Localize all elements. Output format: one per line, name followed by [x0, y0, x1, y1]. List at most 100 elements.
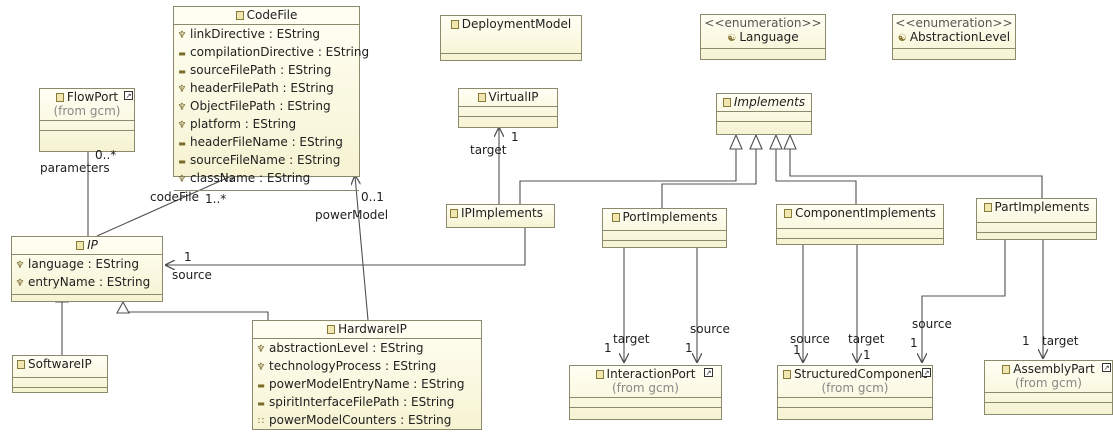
class-icon	[55, 93, 64, 102]
class-name: FlowPort	[66, 90, 119, 104]
class-name: SoftwareIP	[28, 357, 92, 371]
attribute-row[interactable]: ▬ sourceFileName : EString	[177, 152, 359, 170]
class-name: AssemblyPart	[1013, 362, 1095, 376]
package-visibility-icon: ♆	[177, 102, 187, 113]
attribute-row[interactable]: ▬sourceFilePath : EString	[177, 62, 359, 80]
gen-partimplements	[789, 149, 1043, 198]
class-implements[interactable]: Implements	[716, 93, 812, 135]
private-visibility-icon: ▬	[178, 67, 186, 76]
stereotype: <<enumeration>>	[895, 16, 1013, 30]
class-portimplements[interactable]: PortImplements	[602, 208, 727, 248]
attribute-text: platform : EString	[190, 117, 297, 131]
class-name: HardwareIP	[338, 322, 407, 336]
attribute-text: headerFileName : EString	[190, 135, 343, 149]
role-codefile: codeFile	[150, 190, 200, 204]
attribute-row[interactable]: ▬compilationDirective : EString	[177, 44, 369, 62]
attribute-list	[570, 397, 721, 407]
mult-flowport: 0..*	[95, 148, 117, 162]
attribute-list	[441, 53, 581, 63]
role-parameters: parameters	[40, 161, 110, 175]
class-virtualip[interactable]: VirtualIP	[458, 88, 558, 128]
class-name: Implements	[733, 95, 806, 109]
attribute-row[interactable]: ♆technologyProcess : EString	[256, 358, 481, 376]
class-icon	[17, 360, 25, 369]
operation-list	[977, 232, 1096, 242]
class-name: Language	[739, 30, 799, 44]
class-assemblypart[interactable]: AssemblyPart↗(from gcm)	[984, 360, 1113, 415]
class-structuredcomponent[interactable]: StructuredComponent↗(from gcm)	[777, 365, 933, 420]
operation-list	[603, 240, 726, 250]
attribute-list	[777, 228, 943, 238]
role-comp-target: target	[848, 332, 885, 346]
class-deploymentmodel[interactable]: DeploymentModel	[440, 15, 582, 61]
edge-part-source	[922, 240, 1006, 362]
class-softwareip[interactable]: SoftwareIP	[12, 355, 108, 393]
class-name: DeploymentModel	[461, 17, 572, 31]
attribute-row[interactable]: ♆platform : EString	[177, 116, 359, 134]
package-note: (from gcm)	[611, 381, 679, 395]
attribute-row[interactable]: ♆abstractionLevel : EString	[256, 340, 481, 358]
role-powermodel: powerModel	[315, 208, 389, 222]
attribute-text: entryName : EString	[28, 275, 151, 289]
package-visibility-icon: ♆	[15, 278, 25, 289]
gen-triangle	[769, 133, 783, 150]
class-flowport[interactable]: FlowPort↗(from gcm)	[39, 88, 135, 152]
class-partimplements[interactable]: PartImplements	[976, 198, 1097, 240]
attribute-text: linkDirective : EString	[190, 27, 321, 41]
external-reference-icon: ↗	[922, 368, 931, 377]
attribute-row[interactable]: ♆ObjectFilePath : EString	[177, 98, 359, 116]
class-interactionport[interactable]: InteractionPort↗(from gcm)	[569, 365, 722, 420]
attribute-row[interactable]: ∷powerModelCounters : EString	[256, 412, 481, 430]
attribute-row[interactable]: ♆className : EString	[177, 170, 359, 188]
private-visibility-icon: ▬	[178, 157, 186, 166]
mult-comp-source: 1	[793, 343, 801, 357]
class-icon	[983, 203, 992, 212]
class-icon	[450, 209, 458, 218]
attribute-list	[778, 397, 932, 407]
external-reference-icon: ↗	[704, 368, 713, 377]
class-componentimplements[interactable]: ComponentImplements	[776, 204, 944, 245]
package-visibility-icon: ♆	[177, 174, 187, 185]
literal-list	[701, 48, 825, 58]
attribute-list	[40, 120, 134, 130]
attribute-list	[459, 106, 557, 116]
operation-list	[985, 402, 1112, 412]
attribute-text: className : EString	[190, 171, 311, 185]
role-virtualip-target: target	[470, 143, 507, 157]
class-codefile[interactable]: CodeFile ♆linkDirective : EString▬compil…	[173, 6, 369, 191]
enum-language[interactable]: <<enumeration>>☯Language	[700, 14, 826, 60]
operation-list	[717, 121, 811, 131]
attribute-row[interactable]: ♆headerFilePath : EString	[177, 80, 359, 98]
attribute-text: sourceFileName : EString	[190, 153, 341, 167]
class-hardwareip[interactable]: HardwareIP ♆abstractionLevel : EString♆t…	[252, 320, 482, 430]
gen-ipimplements	[519, 149, 737, 204]
gen-triangle	[729, 133, 743, 150]
gen-triangle	[749, 133, 763, 150]
class-name: AbstractionLevel	[909, 30, 1011, 44]
class-ip[interactable]: IP ♆language : EString♆entryName : EStri…	[11, 236, 163, 302]
attribute-row[interactable]: ♆entryName : EString	[15, 274, 162, 292]
class-icon	[76, 241, 85, 250]
class-ipimplements[interactable]: IPImplements	[446, 204, 555, 228]
attribute-list	[717, 111, 811, 121]
package-visibility-icon: ♆	[177, 30, 187, 41]
package-note: (from gcm)	[53, 104, 121, 118]
enum-abstractionlevel[interactable]: <<enumeration>>☯AbstractionLevel	[892, 14, 1016, 60]
attribute-row[interactable]: ♆linkDirective : EString	[177, 26, 359, 44]
private-visibility-icon: ▬	[178, 49, 186, 58]
attribute-list	[985, 392, 1112, 402]
operation-list	[778, 407, 932, 417]
attribute-text: spiritInterfaceFilePath : EString	[269, 395, 455, 409]
operation-list	[12, 294, 162, 304]
attribute-row[interactable]: ▬spiritInterfaceFilePath : EString	[256, 394, 481, 412]
gen-triangle	[783, 133, 797, 150]
attribute-row[interactable]: ♆language : EString	[15, 256, 162, 274]
role-port-source: source	[690, 322, 730, 336]
gen-componentimplements	[775, 149, 857, 204]
class-icon	[477, 93, 486, 102]
external-reference-icon: ↗	[1102, 363, 1111, 372]
attribute-row[interactable]: ▬powerModelEntryName : EString	[256, 376, 481, 394]
attribute-row[interactable]: ▬headerFileName : EString	[177, 134, 359, 152]
